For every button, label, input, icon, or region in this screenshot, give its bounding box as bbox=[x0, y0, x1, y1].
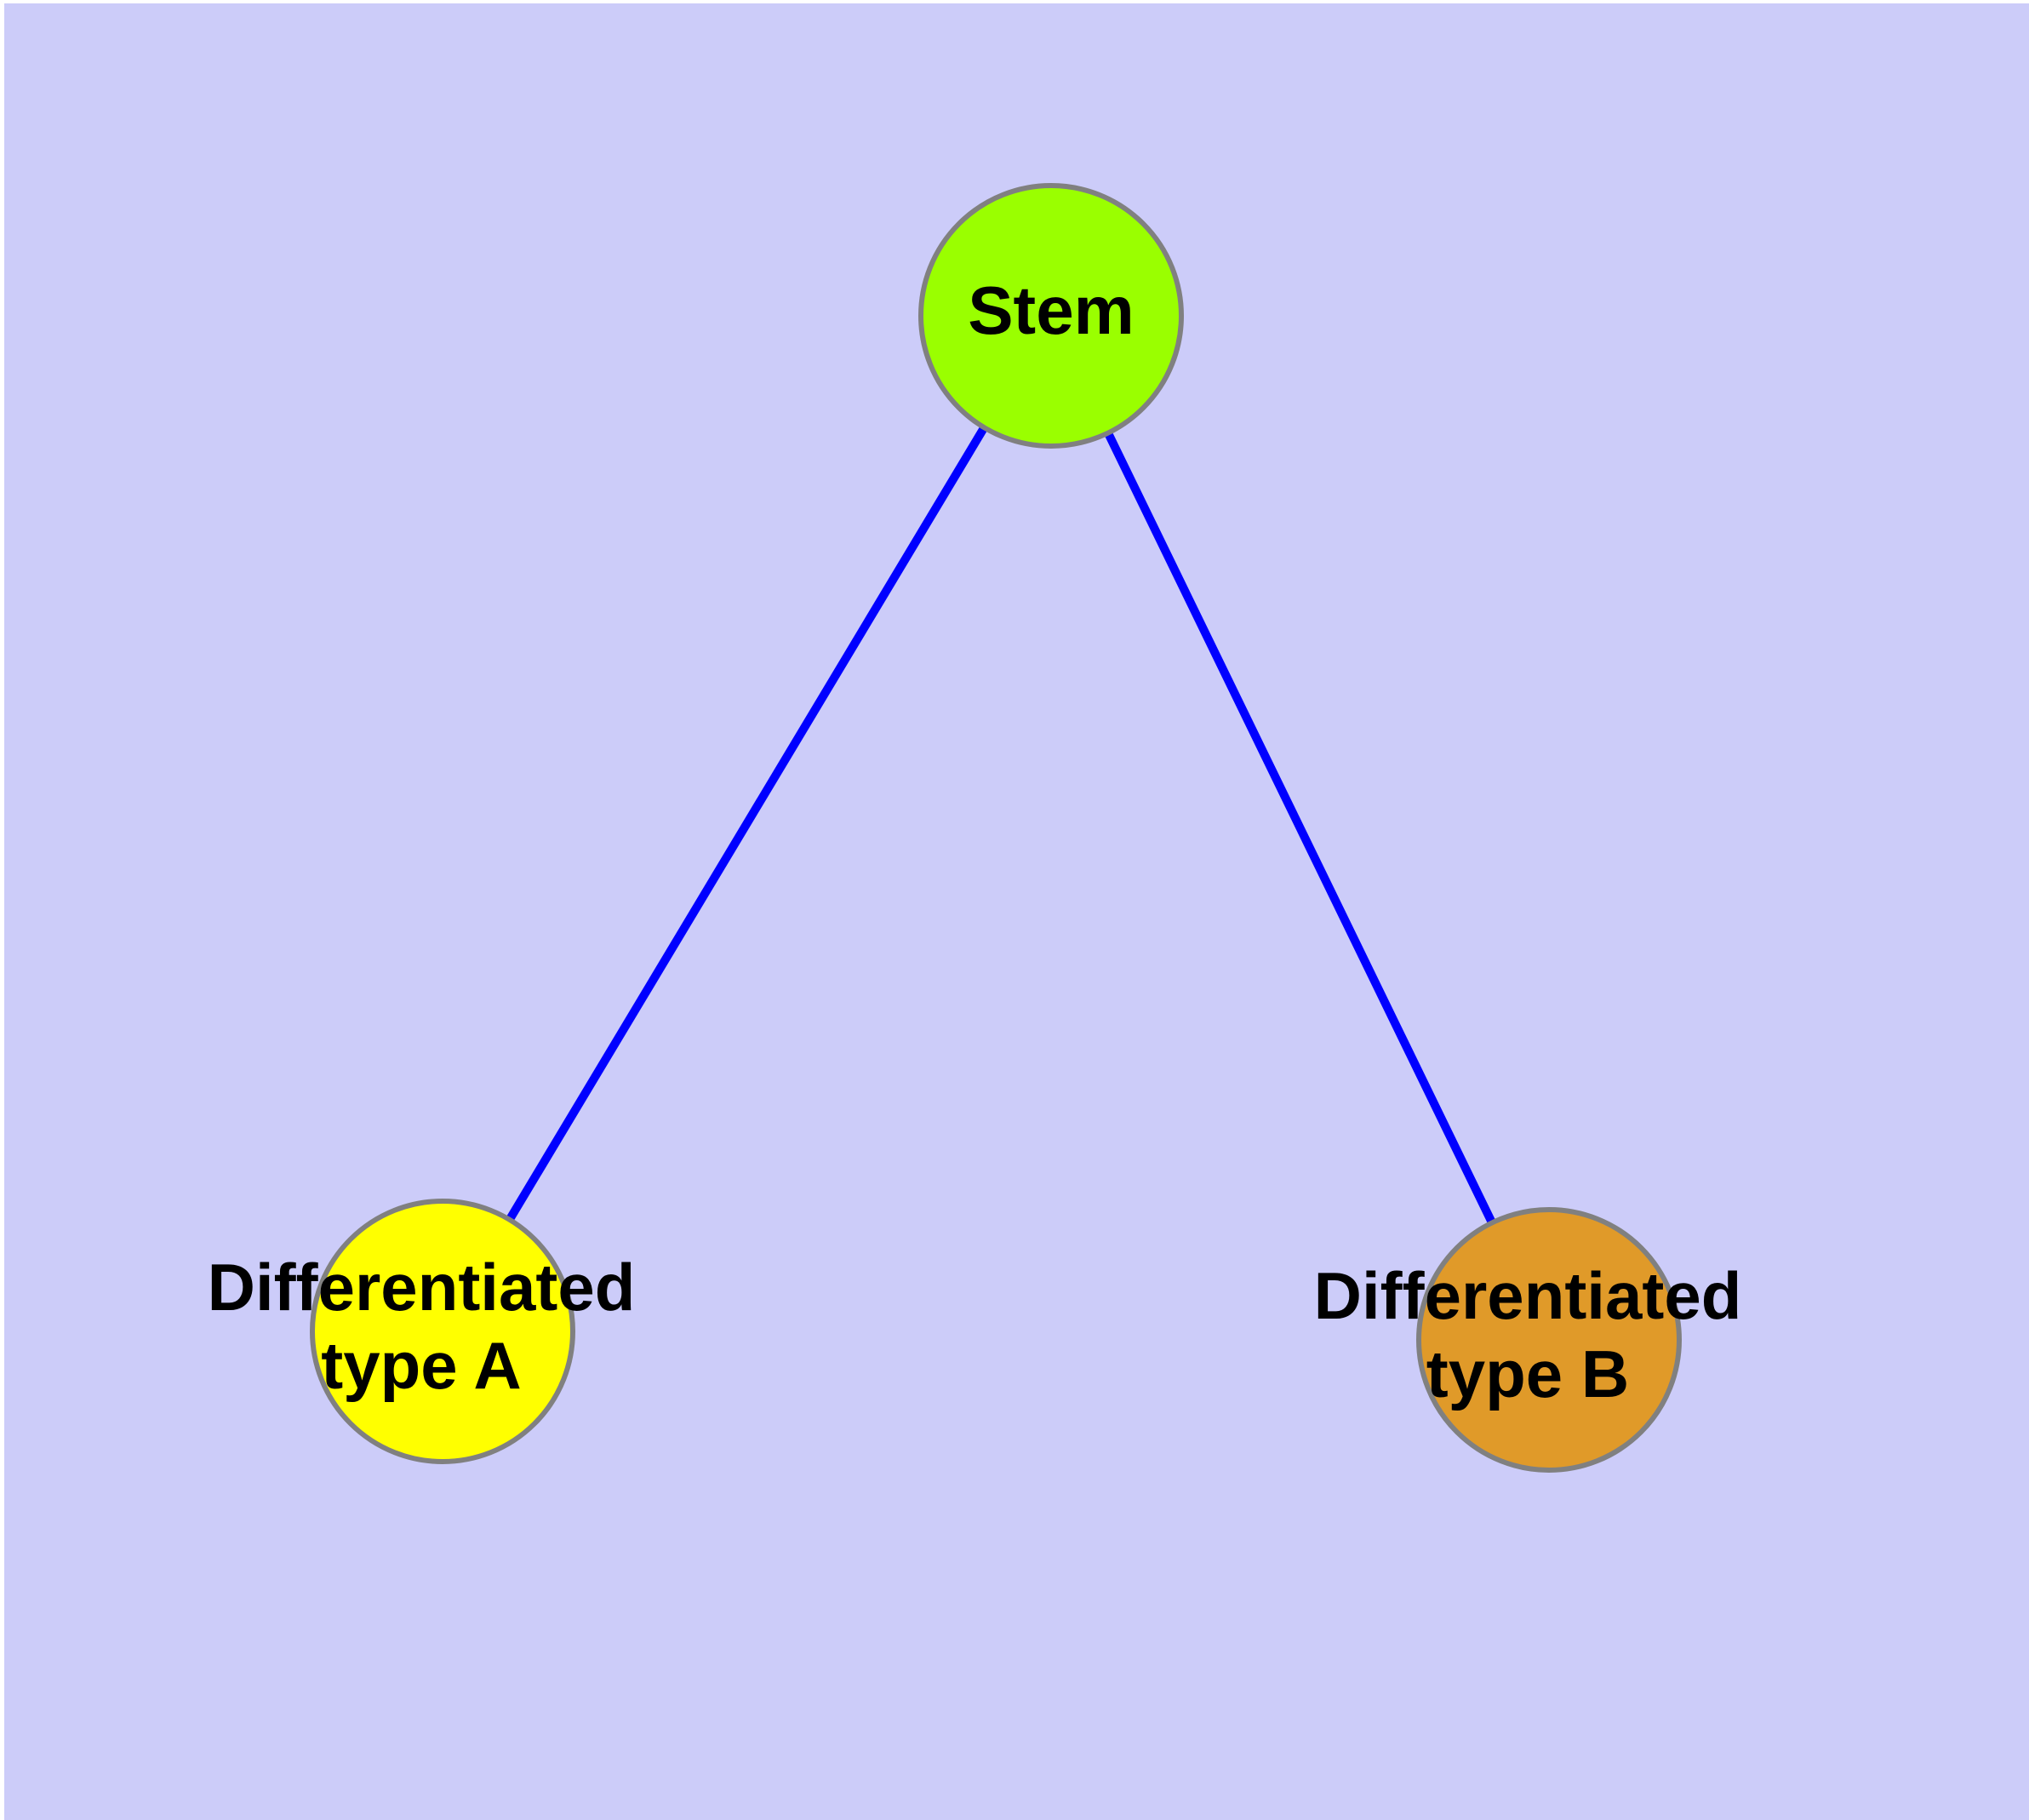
edge-stem-diff-b[interactable] bbox=[1047, 313, 1553, 1342]
node-stem[interactable]: Stem bbox=[918, 183, 1184, 449]
node-label-stem: Stem bbox=[968, 272, 1135, 348]
node-circle-diff_a[interactable] bbox=[310, 1199, 575, 1464]
node-label-line: Differentiated bbox=[208, 1250, 636, 1325]
edge-layer bbox=[438, 313, 1553, 1342]
node-label-line: type B bbox=[1426, 1336, 1629, 1411]
node-circle-diff_b[interactable] bbox=[1416, 1207, 1682, 1473]
edge-stem-diff-a[interactable] bbox=[438, 313, 1055, 1334]
node-circle-stem[interactable] bbox=[918, 183, 1184, 449]
node-label-line: type A bbox=[321, 1328, 522, 1403]
node-label-line: Differentiated bbox=[1314, 1258, 1742, 1333]
node-label-line: Stem bbox=[968, 272, 1135, 348]
